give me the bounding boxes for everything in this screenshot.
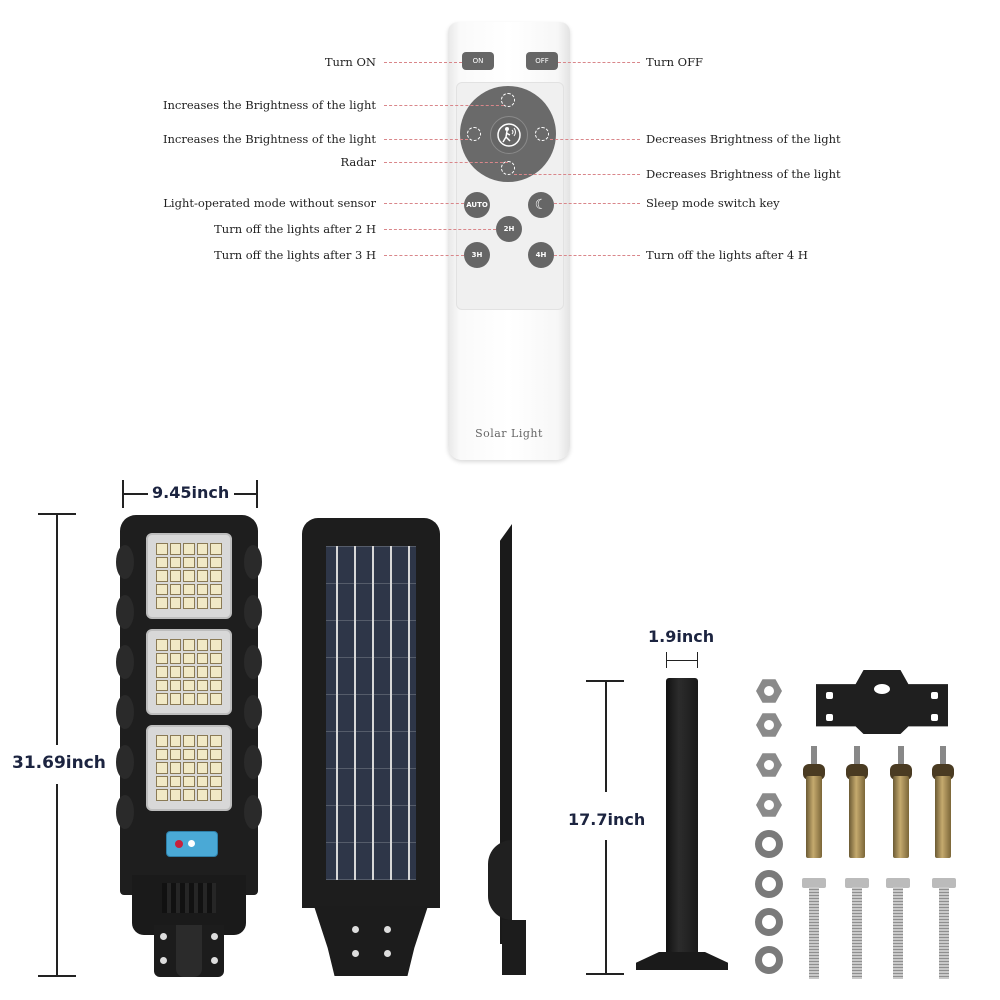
callout-auto-mode: Light-operated mode without sensor <box>163 196 376 210</box>
hex-nut <box>756 679 782 703</box>
solar-body <box>302 518 440 908</box>
callout-brightness-down-2: Decreases Brightness of the light <box>646 167 841 181</box>
lamp-control-panel[interactable] <box>166 831 218 857</box>
callout-timer-3h: Turn off the lights after 3 H <box>214 248 376 262</box>
callout-line <box>550 139 640 140</box>
remote-brand-label: Solar Light <box>475 427 543 440</box>
lamp-neck <box>132 875 246 935</box>
hex-bolt <box>886 878 910 979</box>
timer-4h-button[interactable]: 4H <box>528 242 554 268</box>
radar-button[interactable] <box>490 116 528 154</box>
callout-brightness-down-1: Decreases Brightness of the light <box>646 132 841 146</box>
washer <box>755 830 783 858</box>
callout-line <box>384 139 468 140</box>
callout-line <box>558 62 640 63</box>
lamp-height-label: 31.69inch <box>12 753 106 773</box>
brightness-down-bottom-icon[interactable] <box>501 161 515 175</box>
hex-bolt <box>845 878 869 979</box>
washer <box>755 908 783 936</box>
callout-timer-2h: Turn off the lights after 2 H <box>214 222 376 236</box>
brightness-up-left-icon[interactable] <box>467 127 481 141</box>
callout-line <box>384 229 496 230</box>
led-panel-3 <box>146 725 232 811</box>
mounting-pole <box>666 678 698 960</box>
expansion-anchor-bolt <box>803 746 825 858</box>
solar-cells <box>326 546 416 880</box>
radar-icon <box>497 123 521 147</box>
dimension-line <box>234 493 258 495</box>
callout-turn-off: Turn OFF <box>646 55 704 69</box>
remote-dpad <box>460 86 556 182</box>
lamp-mount-bracket <box>154 925 224 977</box>
lamp-width-label: 9.45inch <box>152 483 230 502</box>
dimension-line <box>666 660 698 661</box>
led-panel-2 <box>146 629 232 715</box>
hex-bolt <box>932 878 956 979</box>
callout-line <box>514 174 640 175</box>
solar-mount <box>314 906 428 976</box>
dimension-tick <box>38 975 76 977</box>
mounting-bracket <box>816 670 948 734</box>
remote-on-button[interactable]: ON <box>462 52 494 70</box>
auto-button[interactable]: AUTO <box>464 192 490 218</box>
callout-brightness-up-1: Increases the Brightness of the light <box>162 98 376 112</box>
expansion-anchor-bolt <box>890 746 912 858</box>
dimension-line <box>605 840 607 974</box>
power-button-icon <box>175 840 183 848</box>
callout-turn-on: Turn ON <box>324 55 376 69</box>
callout-line <box>384 162 508 163</box>
washer <box>755 870 783 898</box>
dimension-line <box>122 493 148 495</box>
callout-brightness-up-2: Increases the Brightness of the light <box>162 132 376 146</box>
pole-base-plate <box>636 952 728 970</box>
street-light-side-view <box>486 520 528 975</box>
callout-line <box>554 255 640 256</box>
moon-icon: ☾ <box>534 197 548 213</box>
dimension-tick <box>586 973 624 975</box>
pole-length-label: 17.7inch <box>568 810 646 829</box>
brightness-up-top-icon[interactable] <box>501 93 515 107</box>
timer-2h-button[interactable]: 2H <box>496 216 522 242</box>
callout-timer-4h: Turn off the lights after 4 H <box>646 248 808 262</box>
dimension-line <box>56 513 58 745</box>
expansion-anchor-bolt <box>846 746 868 858</box>
dimension-line <box>605 680 607 792</box>
timer-3h-button[interactable]: 3H <box>464 242 490 268</box>
expansion-anchor-bolt <box>932 746 954 858</box>
led-panel-1 <box>146 533 232 619</box>
dimension-line <box>56 784 58 976</box>
callout-sleep-mode: Sleep mode switch key <box>646 196 780 210</box>
brightness-down-right-icon[interactable] <box>535 127 549 141</box>
hex-nut <box>756 713 782 737</box>
callout-radar: Radar <box>340 155 377 169</box>
lamp-housing <box>116 515 262 895</box>
pole-diameter-label: 1.9inch <box>648 627 715 646</box>
hex-nut <box>756 793 782 817</box>
sensor-icon <box>188 840 195 847</box>
callout-line <box>384 105 504 106</box>
sleep-mode-button[interactable]: ☾ <box>528 192 554 218</box>
hex-bolt <box>802 878 826 979</box>
callout-line <box>384 255 464 256</box>
callout-line <box>384 62 462 63</box>
street-light-back-solar-panel <box>302 518 440 978</box>
callout-line <box>384 203 464 204</box>
callout-line <box>554 203 640 204</box>
hex-nut <box>756 753 782 777</box>
washer <box>755 946 783 974</box>
remote-off-button[interactable]: OFF <box>526 52 558 70</box>
street-light-front <box>116 515 262 977</box>
